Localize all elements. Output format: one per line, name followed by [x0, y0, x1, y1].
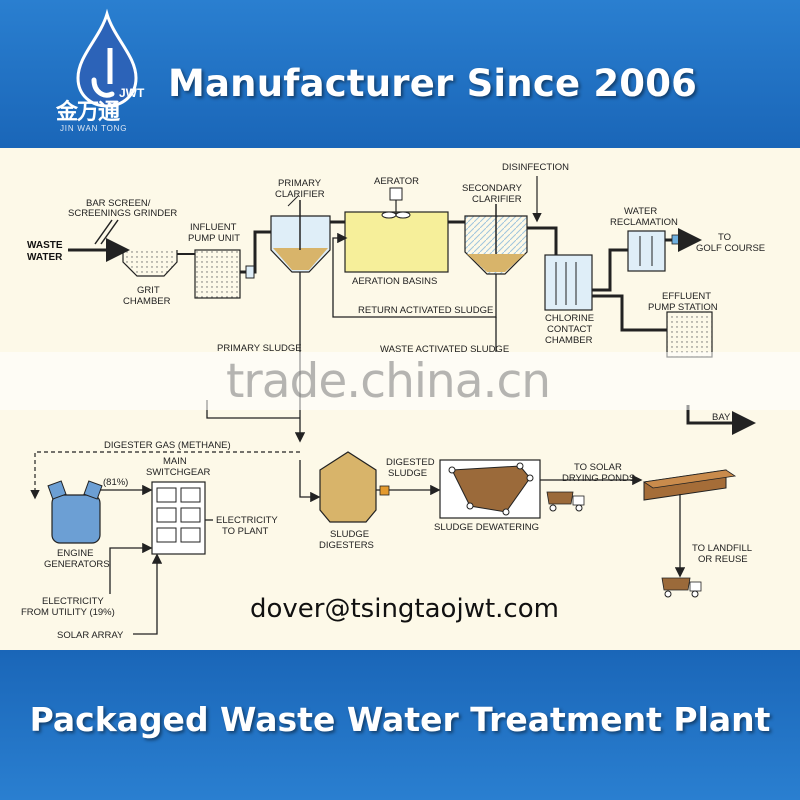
label-grit-1: GRIT — [137, 285, 160, 296]
label-sludge-dewatering: SLUDGE DEWATERING — [434, 522, 539, 533]
label-electricity-plant-1: ELECTRICITY — [216, 515, 278, 526]
label-utility-2: FROM UTILITY (19%) — [21, 607, 115, 618]
label-switchgear-2: SWITCHGEAR — [146, 467, 211, 478]
footer-band — [0, 650, 800, 800]
label-effluent-2: PUMP STATION — [648, 302, 718, 313]
label-primary-sludge: PRIMARY SLUDGE — [217, 343, 302, 354]
label-waste-water-1: WASTE — [27, 240, 63, 251]
effluent-pump-station — [666, 311, 713, 358]
aeration-basins — [344, 211, 449, 273]
bay-arrow — [686, 405, 756, 435]
grit-chamber — [122, 250, 178, 277]
label-bar-screen-1: BAR SCREEN/ — [86, 198, 151, 209]
landfill-truck-icon — [661, 577, 702, 598]
label-digested-2: SLUDGE — [388, 468, 427, 479]
label-disinfection: DISINFECTION — [502, 162, 569, 173]
label-secondary-clarifier-1: SECONDARY — [462, 183, 523, 194]
label-grit-2: CHAMBER — [123, 296, 171, 307]
aerator — [389, 187, 403, 201]
label-waste-activated-sludge: WASTE ACTIVATED SLUDGE — [380, 344, 509, 355]
label-digested-1: DIGESTED — [386, 457, 435, 468]
water-reclamation — [627, 230, 666, 272]
label-electricity-plant-2: TO PLANT — [222, 526, 268, 537]
label-bay: BAY — [712, 412, 731, 423]
label-utility-1: ELECTRICITY — [42, 596, 104, 607]
label-aeration-basins: AERATION BASINS — [352, 276, 437, 287]
label-sludge-digesters-1: SLUDGE — [330, 529, 369, 540]
logo-chinese-name: 金万通 — [56, 100, 120, 125]
label-primary-clarifier-2: CLARIFIER — [275, 189, 325, 200]
label-sludge-digesters-2: DIGESTERS — [319, 540, 374, 551]
headline: Manufacturer Since 2006 — [168, 62, 698, 105]
label-solar-array: SOLAR ARRAY — [57, 630, 124, 641]
logo-mark: JWT — [119, 86, 145, 100]
label-secondary-clarifier-2: CLARIFIER — [472, 194, 522, 205]
footer-title: Packaged Waste Water Treatment Plant — [29, 700, 771, 739]
label-solar-ponds-2: DRYING PONDS — [562, 473, 635, 484]
label-to-golf-1: TO — [718, 232, 731, 243]
label-influent-2: PUMP UNIT — [188, 233, 240, 244]
contact-email: dover@tsingtaojwt.com — [250, 594, 559, 624]
label-to-golf-2: GOLF COURSE — [696, 243, 765, 254]
watermark-band — [0, 352, 800, 410]
logo-drop-icon: JWT — [76, 8, 145, 108]
label-waste-water-2: WATER — [27, 252, 63, 263]
label-solar-ponds-1: TO SOLAR — [574, 462, 622, 473]
engine-generators — [51, 494, 101, 544]
label-digester-gas: DIGESTER GAS (METHANE) — [104, 440, 231, 451]
label-return-sludge: RETURN ACTIVATED SLUDGE — [358, 305, 493, 316]
label-engine-1: ENGINE — [57, 548, 93, 559]
label-landfill-2: OR REUSE — [698, 554, 748, 565]
digester-gas-line — [30, 451, 300, 500]
influent-pump-unit — [194, 249, 241, 299]
label-chlorine-3: CHAMBER — [545, 335, 593, 346]
label-switchgear-1: MAIN — [163, 456, 187, 467]
watermark: trade.china.cn — [226, 354, 551, 409]
label-influent-1: INFLUENT — [190, 222, 237, 233]
label-bar-screen-2: SCREENINGS GRINDER — [68, 208, 177, 219]
label-chlorine-2: CONTACT — [547, 324, 592, 335]
return-sludge-line — [332, 232, 497, 318]
truck-icon — [546, 491, 585, 512]
logo-english-name: JIN WAN TONG — [60, 124, 128, 133]
label-chlorine-1: CHLORINE — [545, 313, 594, 324]
label-aerator: AERATOR — [374, 176, 419, 187]
sludge-digesters — [319, 451, 377, 523]
label-primary-clarifier-1: PRIMARY — [278, 178, 322, 189]
label-pct-81: (81%) — [103, 477, 128, 488]
label-engine-2: GENERATORS — [44, 559, 110, 570]
bar-screen — [94, 219, 113, 245]
label-water-reclamation-2: RECLAMATION — [610, 217, 678, 228]
label-landfill-1: TO LANDFILL — [692, 543, 752, 554]
label-water-reclamation-1: WATER — [624, 206, 657, 217]
chlorine-contact-chamber — [544, 254, 593, 311]
label-effluent-1: EFFLUENT — [662, 291, 711, 302]
treatment-process-diagram: WASTE WATER BAR SCREEN/ SCREENINGS GRIND… — [21, 162, 765, 641]
